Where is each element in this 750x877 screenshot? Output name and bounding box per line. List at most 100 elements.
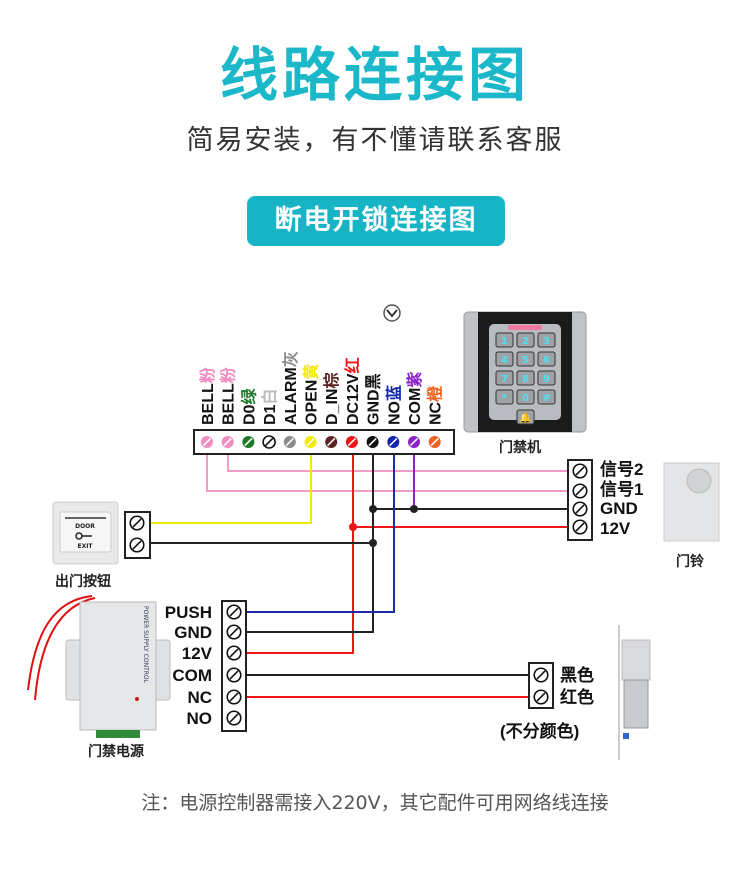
- doorbell-terminal-block: 信号2 信号1 GND 12V: [567, 459, 643, 541]
- terminal-name: COM: [407, 388, 424, 425]
- keypad-key-label: 6: [543, 355, 550, 366]
- wire-dc12v: [245, 450, 354, 654]
- keypad-key-label: #: [542, 393, 550, 404]
- power-supply-terminal-label: 12V: [182, 644, 213, 663]
- keypad-key[interactable]: 6: [537, 351, 556, 367]
- wire-no: [245, 450, 395, 613]
- lock-terminal-red: 红色: [560, 687, 594, 707]
- lock-terminal-block: 黑色 红色 (不分颜色): [500, 662, 594, 741]
- bell-terminal-signal1: 信号1: [600, 479, 643, 499]
- terminal-screw: [226, 604, 242, 620]
- terminal-screw: [129, 515, 145, 531]
- power-supply-face-text: POWER SUPPLY CONTROL: [142, 606, 149, 684]
- controller-terminal-label: ALARM灰: [281, 351, 300, 425]
- controller-terminal-label: BELL粉: [219, 367, 238, 425]
- page-title: 线路连接图: [219, 41, 530, 109]
- terminal-color-name: 橙: [426, 385, 445, 402]
- keypad-key[interactable]: 0: [516, 389, 535, 405]
- terminal-screw: [572, 483, 588, 499]
- controller-terminal-screw: [408, 436, 420, 448]
- controller-terminal-label: NC橙: [426, 385, 445, 425]
- power-supply-terminal-label: PUSH: [165, 603, 212, 622]
- keypad-key[interactable]: 8: [516, 370, 535, 386]
- terminal-color-name: 黑: [365, 373, 383, 389]
- bell-terminal-12v: 12V: [600, 519, 631, 538]
- lock-color-note: (不分颜色): [500, 721, 579, 741]
- terminal-screw: [226, 710, 242, 726]
- terminal-color-name: 灰: [281, 351, 300, 367]
- controller-terminal-label: DC12V红: [343, 357, 362, 425]
- keypad-key[interactable]: 5: [516, 351, 535, 367]
- power-supply-terminal-label: GND: [174, 623, 212, 642]
- terminal-screw: [572, 519, 588, 535]
- terminal-name: BELL: [200, 383, 217, 425]
- keypad-key[interactable]: 2: [516, 332, 535, 348]
- terminal-name: BELL: [221, 383, 238, 425]
- wire-bell2: [227, 450, 570, 472]
- keypad-key[interactable]: 1: [495, 332, 514, 348]
- doorbell-device: 门铃: [663, 462, 720, 570]
- terminal-name: GND: [366, 389, 383, 425]
- controller-terminal-label: D1白: [260, 389, 279, 425]
- keypad-label: 门禁机: [499, 439, 541, 456]
- page-subtitle: 简易安装，有不懂请联系客服: [186, 125, 564, 156]
- controller-terminal-screw: [201, 436, 213, 448]
- bell-terminal-gnd: GND: [600, 499, 638, 518]
- lock-terminal-black: 黑色: [560, 665, 594, 685]
- terminal-name: OPEN: [304, 380, 321, 425]
- controller-terminal-screw: [325, 436, 338, 448]
- terminal-screw: [572, 463, 588, 479]
- keypad-key-label: 0: [522, 393, 529, 404]
- power-supply-terminal-label: COM: [172, 666, 212, 685]
- power-supply-terminal-label: NC: [187, 688, 212, 707]
- terminal-screw: [129, 537, 145, 553]
- chevron-down-icon[interactable]: [383, 304, 401, 322]
- controller-terminal-screw: [221, 436, 234, 448]
- controller-terminal-label: OPEN黄: [302, 364, 321, 425]
- key-icon: [75, 532, 92, 540]
- keypad-key-label: 3: [543, 336, 550, 347]
- keypad-key[interactable]: #: [537, 389, 556, 405]
- terminal-color-name: 蓝: [384, 385, 403, 401]
- controller-terminal-screw: [428, 436, 441, 448]
- terminal-name: D_IN: [324, 389, 341, 425]
- terminal-screw: [533, 689, 549, 705]
- keypad-key-label: 5: [522, 355, 529, 366]
- keypad-key[interactable]: 4: [495, 351, 514, 367]
- exit-button-device[interactable]: DOOR EXIT 出门按钮: [52, 501, 119, 590]
- terminal-name: NO: [386, 401, 403, 425]
- terminal-color-name: 紫: [405, 372, 424, 388]
- wires: [150, 450, 570, 698]
- controller-terminal-screw: [387, 436, 400, 448]
- terminal-name: D0: [241, 404, 258, 425]
- terminal-screw: [533, 667, 549, 683]
- section-button[interactable]: 断电开锁连接图: [247, 196, 505, 246]
- keypad-key-label: 4: [501, 355, 508, 366]
- keypad-key[interactable]: 🔔: [516, 409, 535, 425]
- keypad-key-label: 🔔: [519, 412, 531, 424]
- electric-lock-device: [618, 625, 651, 760]
- wire-bell1: [206, 450, 570, 492]
- keypad-key[interactable]: *: [495, 389, 514, 405]
- exit-button-face-top: DOOR: [75, 523, 95, 530]
- exit-button-face-bottom: EXIT: [77, 543, 93, 550]
- controller-terminal-label: D0绿: [239, 388, 258, 425]
- controller-terminal-label: NO蓝: [384, 385, 403, 425]
- keypad-key[interactable]: 7: [495, 370, 514, 386]
- bell-terminal-signal2: 信号2: [600, 459, 643, 479]
- keypad-key[interactable]: 9: [537, 370, 556, 386]
- controller-terminal-label: BELL粉: [198, 367, 217, 425]
- wire-open: [150, 450, 312, 524]
- controller-terminal-label: D_IN棕: [322, 373, 341, 425]
- controller-terminal-screw: [242, 436, 255, 448]
- doorbell-label: 门铃: [676, 553, 704, 570]
- terminal-name: DC12V: [345, 373, 362, 425]
- keypad-key[interactable]: 3: [537, 332, 556, 348]
- keypad-key-label: 2: [522, 336, 529, 347]
- terminal-screw: [572, 501, 588, 517]
- terminal-screw: [226, 689, 242, 705]
- power-supply-label: 门禁电源: [88, 743, 144, 760]
